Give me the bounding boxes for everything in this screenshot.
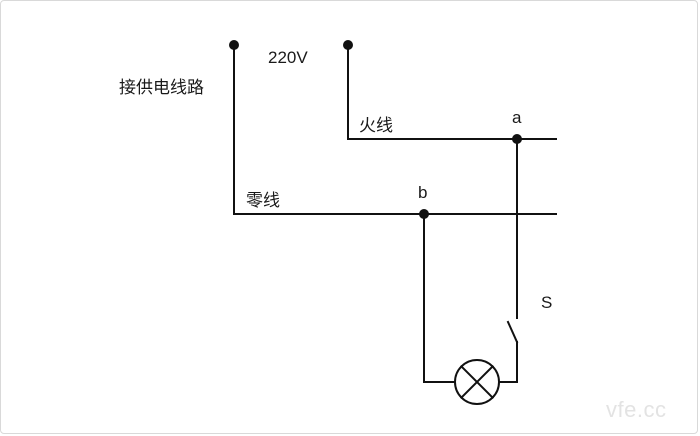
switch-blade bbox=[506, 320, 519, 344]
live-wire-label: 火线 bbox=[359, 116, 393, 136]
live-wire bbox=[347, 44, 557, 140]
supply-line-label: 接供电线路 bbox=[119, 78, 204, 98]
voltage-label: 220V bbox=[268, 48, 308, 67]
node-b-dot bbox=[419, 209, 429, 219]
switch-label: S bbox=[541, 293, 552, 312]
lamp-symbol bbox=[454, 359, 500, 405]
neutral-branch-wire bbox=[423, 213, 456, 383]
live-branch-wire-lower bbox=[498, 341, 518, 383]
node-a-label: a bbox=[512, 108, 522, 127]
neutral-terminal bbox=[229, 40, 239, 50]
neutral-wire-label: 零线 bbox=[246, 191, 280, 211]
node-b-label: b bbox=[418, 183, 427, 202]
live-terminal bbox=[343, 40, 353, 50]
neutral-wire bbox=[233, 44, 557, 215]
watermark-text: vfe.cc bbox=[606, 397, 666, 422]
node-a-dot bbox=[512, 134, 522, 144]
